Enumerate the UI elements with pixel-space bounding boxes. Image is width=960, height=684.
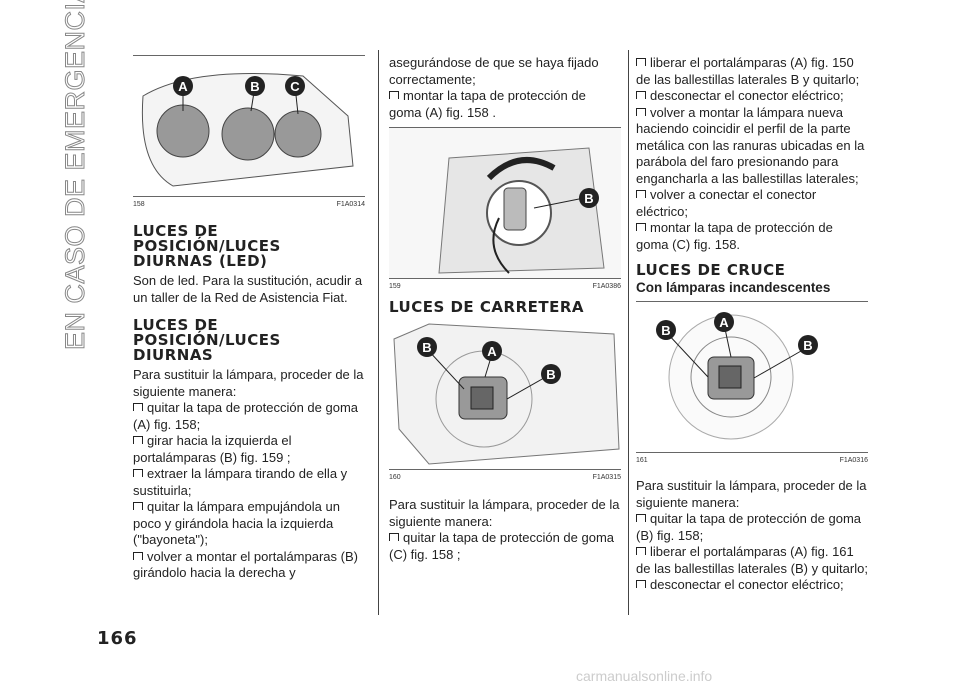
callout-a: [173, 76, 193, 96]
paragraph: Son de led. Para la sustitución, acudir …: [133, 273, 363, 305]
paragraph: asegurándose de que se haya fijado corre…: [389, 55, 599, 87]
figure-160: B A B: [389, 319, 621, 470]
paragraph: Para sustituir la lámpara, proceder de l…: [133, 367, 364, 399]
heading-luces-led: LUCES DE POSICIÓN/LUCES DIURNAS (LED): [133, 222, 281, 270]
step-item: montar la tapa de protección de goma (A)…: [389, 88, 621, 121]
step-item: liberar el portalámparas (A) fig. 161 de…: [636, 544, 868, 576]
watermark: carmanualsonline.info: [576, 668, 713, 684]
step-item: montar la tapa de protección de goma (C)…: [636, 220, 868, 253]
column-divider: [378, 50, 379, 615]
headlamp-illustration: A B C: [141, 73, 354, 187]
callout-b: [245, 76, 265, 96]
figure-158: A B C: [133, 55, 365, 197]
svg-text:B: B: [546, 367, 555, 382]
svg-text:C: C: [290, 79, 300, 94]
svg-text:A: A: [719, 315, 729, 330]
column-2: asegurándose de que se haya fijado corre…: [389, 55, 621, 563]
step-item: volver a conectar el conector eléctrico;: [636, 187, 868, 220]
step-item: girar hacia la izquierda el portalámpara…: [133, 433, 365, 466]
subheading-incandescentes: Con lámparas incandescentes: [636, 280, 831, 295]
paragraph: Para sustituir la lámpara, proceder de l…: [636, 478, 867, 510]
step-item: desconectar el conector eléctrico;: [636, 88, 868, 105]
heading-luces-carretera: LUCES DE CARRETERA: [389, 298, 585, 316]
page-number: 166: [97, 628, 138, 649]
svg-text:B: B: [661, 323, 670, 338]
step-item: volver a montar el portalámparas (B) gir…: [133, 549, 365, 582]
high-beam-bulb-illustration: B: [389, 128, 621, 278]
column-3: liberar el portalámparas (A) fig. 150 de…: [636, 55, 868, 594]
side-section-title: EN CASO DE EMERGENCIA: [60, 0, 91, 351]
svg-text:B: B: [422, 340, 431, 355]
svg-text:B: B: [250, 79, 259, 94]
step-item: desconectar el conector eléctrico;: [636, 577, 868, 594]
svg-text:A: A: [487, 344, 497, 359]
step-item: quitar la tapa de protección de goma (C)…: [389, 530, 621, 563]
callout-b: [579, 188, 599, 208]
svg-text:B: B: [803, 338, 812, 353]
step-item: quitar la lámpara empujándola un poco y …: [133, 499, 365, 549]
callout-c: [285, 76, 305, 96]
figure-159: B: [389, 127, 621, 279]
heading-luces-cruce: LUCES DE CRUCE: [636, 261, 786, 279]
paragraph: Para sustituir la lámpara, proceder de l…: [389, 497, 620, 529]
step-item: volver a montar la lámpara nueva haciend…: [636, 105, 868, 188]
heading-luces-posicion: LUCES DE POSICIÓN/LUCES DIURNAS: [133, 316, 281, 364]
low-beam-holder-illustration: B A B: [656, 312, 818, 440]
column-divider: [628, 50, 629, 615]
step-item: extraer la lámpara tirando de ella y sus…: [133, 466, 365, 499]
step-item: quitar la tapa de protección de goma (B)…: [636, 511, 868, 544]
step-item: quitar la tapa de protección de goma (A)…: [133, 400, 365, 433]
svg-text:A: A: [178, 79, 188, 94]
step-item: liberar el portalámparas (A) fig. 150 de…: [636, 55, 868, 88]
figure-161: B A B: [636, 301, 868, 453]
svg-text:B: B: [584, 191, 593, 206]
high-beam-holder-illustration: B A B: [393, 323, 620, 465]
